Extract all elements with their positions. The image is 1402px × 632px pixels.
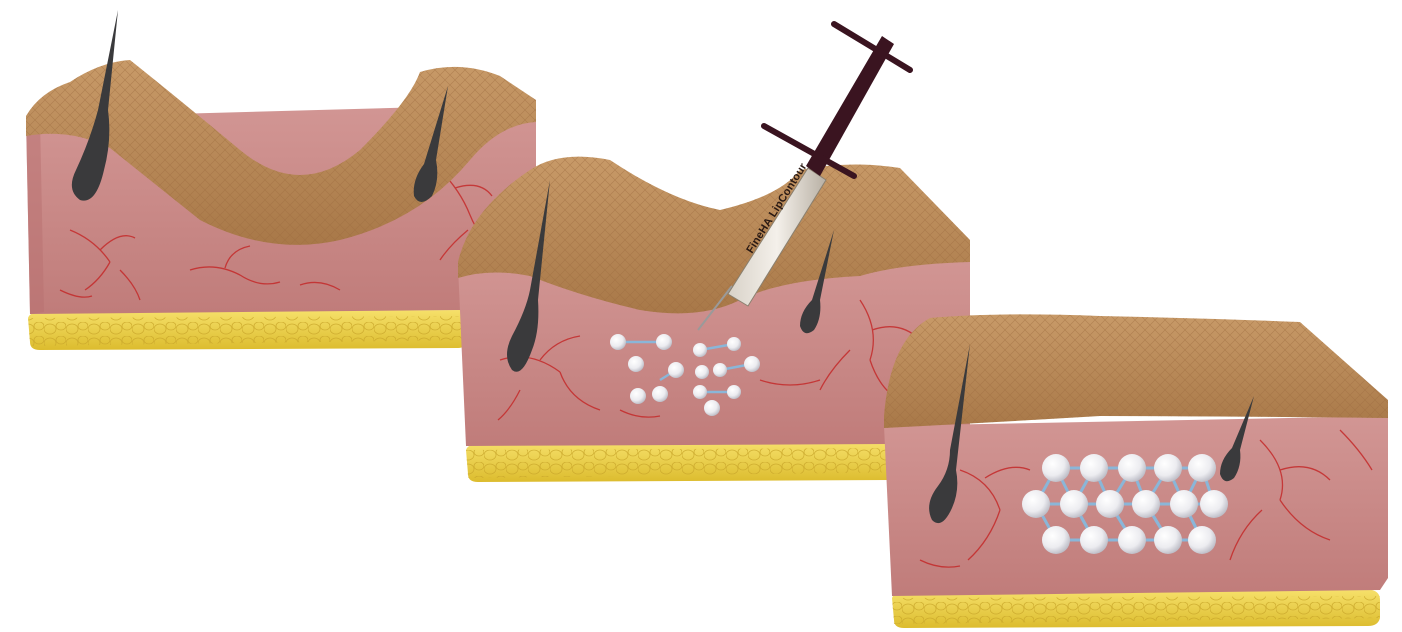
- filler-lattice: [1022, 454, 1228, 554]
- panel-after: [884, 314, 1388, 628]
